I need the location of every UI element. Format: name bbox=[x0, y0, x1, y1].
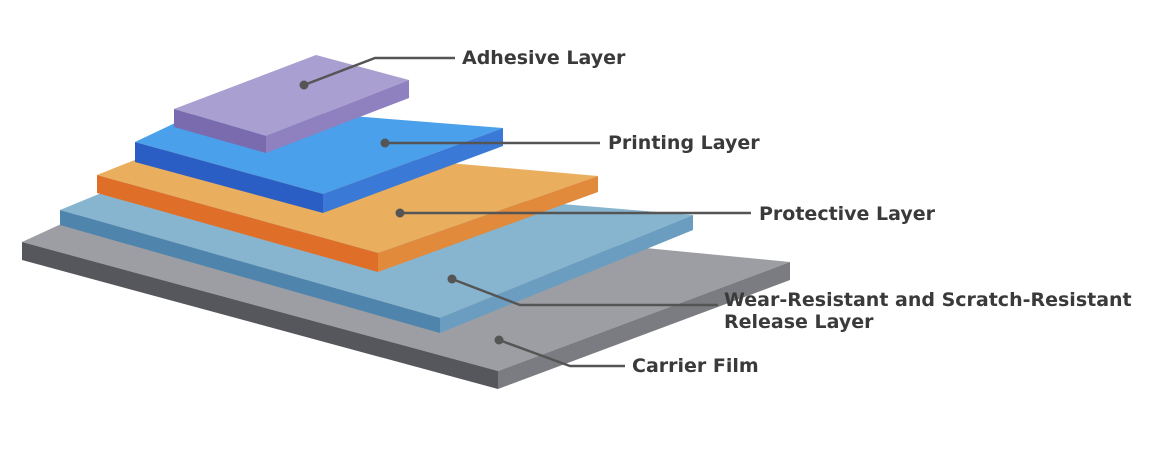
release-layer-side-face bbox=[440, 215, 693, 333]
carrier-film-side-face bbox=[498, 262, 790, 389]
release-layer-label-line1: Wear-Resistant and Scratch-Resistant bbox=[724, 289, 1132, 311]
adhesive-layer-label: Adhesive Layer bbox=[462, 47, 626, 69]
printing-layer-label: Printing Layer bbox=[608, 132, 760, 154]
release-layer-label-line2: Release Layer bbox=[724, 311, 874, 333]
release-layer-label: Wear-Resistant and Scratch-Resistant Rel… bbox=[724, 289, 1132, 333]
printing-anchor-dot bbox=[380, 138, 390, 148]
leader-lines bbox=[303, 56, 751, 368]
carrier-film-front-face bbox=[22, 242, 498, 389]
carrier-anchor-dot bbox=[494, 335, 504, 345]
release-layer-front-face bbox=[60, 210, 440, 333]
release-leader-line bbox=[451, 277, 718, 307]
adhesive-layer-top-face bbox=[174, 55, 409, 136]
adhesive-leader-line bbox=[303, 56, 455, 87]
adhesive-layer bbox=[174, 55, 409, 153]
protective-layer-side-face bbox=[378, 176, 598, 272]
printing-layer-front-face bbox=[135, 142, 323, 213]
carrier-leader-line bbox=[498, 338, 625, 368]
carrier-film-label: Carrier Film bbox=[632, 355, 759, 377]
protective-layer-label: Protective Layer bbox=[759, 203, 936, 225]
protective-anchor-dot bbox=[395, 208, 405, 218]
adhesive-layer-front-face bbox=[174, 109, 266, 153]
protective-layer-front-face bbox=[97, 175, 378, 272]
printing-layer-side-face bbox=[323, 128, 503, 213]
adhesive-anchor-dot bbox=[299, 80, 309, 90]
release-anchor-dot bbox=[447, 274, 457, 284]
adhesive-layer-side-face bbox=[266, 80, 409, 153]
anchor-dots bbox=[299, 80, 504, 345]
